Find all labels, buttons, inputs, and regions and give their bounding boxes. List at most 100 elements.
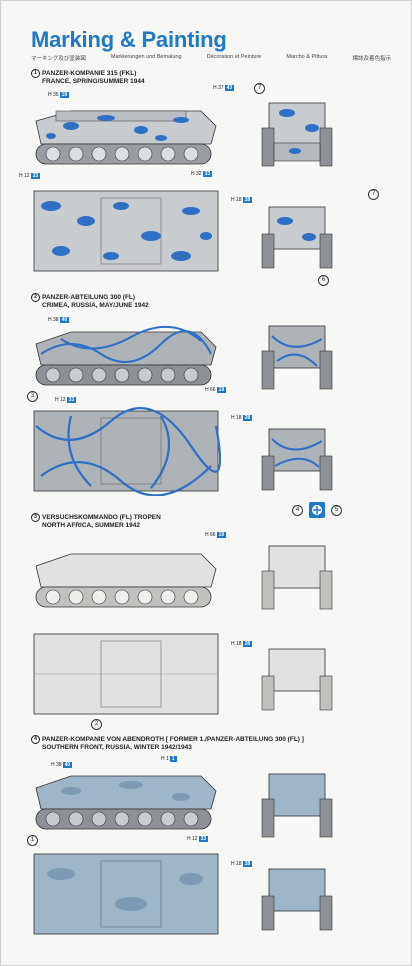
scheme-1-front-view xyxy=(261,102,333,167)
code-number: 18 xyxy=(236,197,242,203)
code-id: 28 xyxy=(242,197,253,203)
code-id: 1 xyxy=(169,756,177,762)
scheme-4-side-view xyxy=(35,775,217,830)
code-prefix: H xyxy=(191,171,195,177)
language-subtitles: マーキング及び塗装図 Markierungen und Bemalung Déc… xyxy=(31,54,391,62)
callout-number: 2 xyxy=(91,719,102,730)
code-prefix: H xyxy=(231,861,235,867)
page-title: Marking & Painting xyxy=(31,27,227,52)
scheme-4-unit: PANZER-KOMPANIE VON ABENDROTH [ FORMER 1… xyxy=(42,736,304,744)
code-number: 12 xyxy=(24,173,30,179)
code-id: 28 xyxy=(242,861,253,867)
callout-number: 7 xyxy=(254,83,265,94)
code-id: 33 xyxy=(30,173,41,179)
scheme-2-side-view xyxy=(35,325,217,386)
code-prefix: H xyxy=(231,197,235,203)
code-number: 66 xyxy=(210,387,216,393)
scheme-2-rear-view xyxy=(261,428,333,491)
code-id: 19 xyxy=(59,92,70,98)
code-id: 43 xyxy=(224,85,235,91)
subtitle-italian: Marcho & Pittura xyxy=(286,54,328,60)
code-id: 19 xyxy=(216,387,227,393)
scheme-4-top-view xyxy=(33,853,219,935)
code-number: 12 xyxy=(60,397,66,403)
code-number: 32 xyxy=(196,171,202,177)
scheme-1-top-view xyxy=(33,190,219,272)
code-id: 33 xyxy=(202,171,213,177)
code-prefix: H xyxy=(213,85,217,91)
code-number: 1 xyxy=(166,756,169,762)
subtitle-chinese: 標誌及着色指示 xyxy=(352,56,391,62)
scheme-3-location: NORTH AFRICA, SUMMER 1942 xyxy=(42,522,140,530)
balkenkreuz-decal-icon xyxy=(309,502,325,518)
scheme-4-rear-view xyxy=(261,868,333,931)
code-prefix: H xyxy=(55,397,59,403)
scheme-4-number: 4 xyxy=(31,735,40,744)
scheme-3-unit: VERSUCHSKOMMANDO (FL) TROPEN xyxy=(42,514,161,522)
code-prefix: H xyxy=(231,641,235,647)
code-number: 12 xyxy=(192,836,198,842)
code-prefix: H xyxy=(205,387,209,393)
scheme-2-front-view xyxy=(261,325,333,390)
code-id: 28 xyxy=(242,415,253,421)
code-id: 19 xyxy=(216,532,227,538)
scheme-3-side-view xyxy=(35,553,217,608)
scheme-3-rear-view xyxy=(261,648,333,711)
callout-number: 7 xyxy=(368,189,379,200)
code-id: 40 xyxy=(59,317,70,323)
callout-number: 3 xyxy=(27,391,38,402)
scheme-4-location: SOUTHERN FRONT, RUSSIA, WINTER 1942/1943 xyxy=(42,744,192,752)
code-prefix: H xyxy=(48,317,52,323)
code-number: 18 xyxy=(236,641,242,647)
code-prefix: H xyxy=(51,762,55,768)
code-prefix: H xyxy=(187,836,191,842)
code-id: 28 xyxy=(242,641,253,647)
scheme-3-front-view xyxy=(261,545,333,610)
callout-number: 4 xyxy=(292,505,303,516)
scheme-3-top-view xyxy=(33,633,219,715)
scheme-2-location: CRIMEA, RUSSIA, MAY/JUNE 1942 xyxy=(42,302,149,310)
subtitle-japanese: マーキング及び塗装図 xyxy=(31,56,86,62)
code-prefix: H xyxy=(19,173,23,179)
scheme-2-number: 2 xyxy=(31,293,40,302)
code-number: 38 xyxy=(56,762,62,768)
scheme-1-unit: PANZER-KOMPANIE 315 (FKL) xyxy=(42,70,137,78)
callout-number: 1 xyxy=(27,835,38,846)
scheme-1-side-view xyxy=(35,110,217,165)
code-prefix: H xyxy=(205,532,209,538)
code-number: 18 xyxy=(236,415,242,421)
scheme-2-top-view xyxy=(33,407,221,496)
callout-number: 6 xyxy=(318,275,329,286)
code-number: 38 xyxy=(53,317,59,323)
subtitle-german: Markierungen und Bemalung xyxy=(110,54,182,60)
scheme-4-front-view xyxy=(261,773,333,838)
scheme-1-rear-view xyxy=(261,206,333,269)
code-number: 66 xyxy=(210,532,216,538)
scheme-1-location: FRANCE, SPRING/SUMMER 1944 xyxy=(42,78,145,86)
code-id: 33 xyxy=(66,397,77,403)
callout-number: 5 xyxy=(331,505,342,516)
code-prefix: H xyxy=(48,92,52,98)
subtitle-french: Décoration et Peinture xyxy=(206,54,262,60)
code-number: 37 xyxy=(218,85,224,91)
code-prefix: H xyxy=(231,415,235,421)
scheme-1-number: 1 xyxy=(31,69,40,78)
code-prefix: H xyxy=(161,756,165,762)
